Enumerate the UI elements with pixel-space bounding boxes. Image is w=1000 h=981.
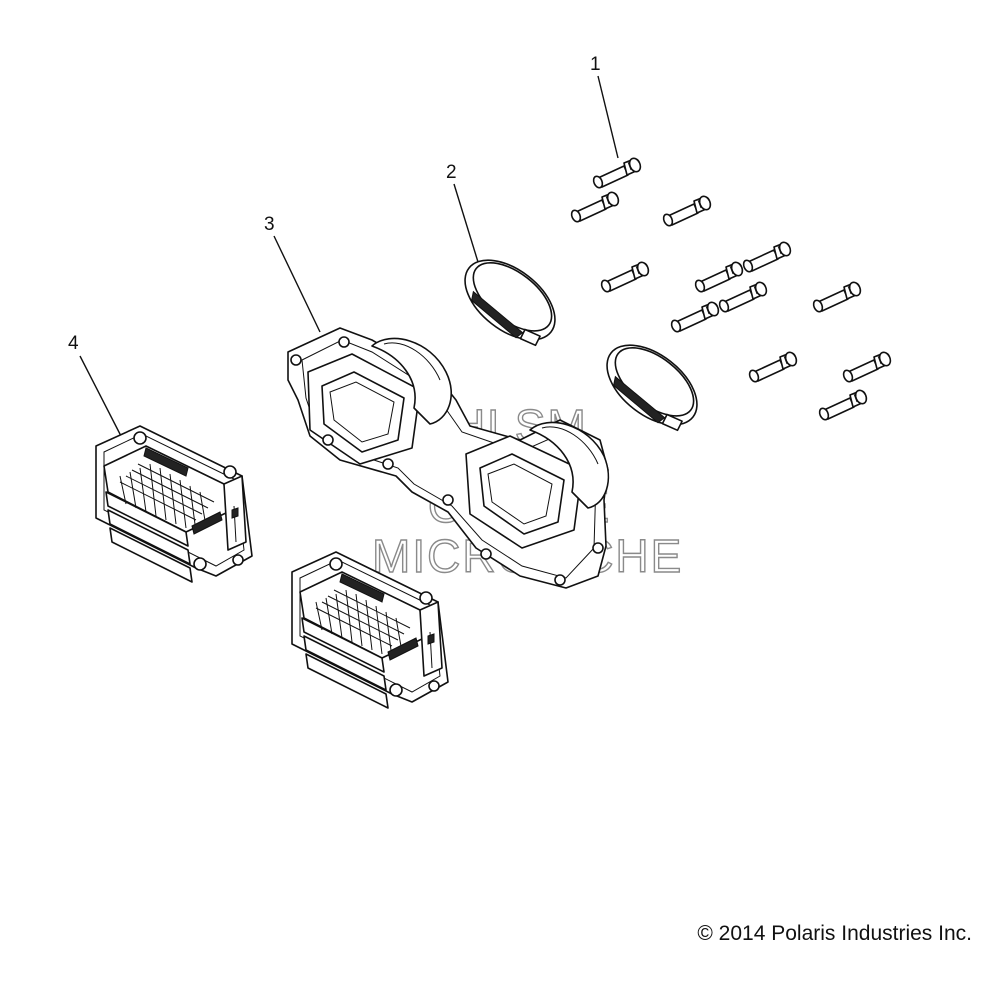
copyright-notice: © 2014 Polaris Industries Inc. (697, 922, 972, 945)
mounting-hole (554, 574, 566, 586)
mounting-hole (382, 458, 394, 470)
callout-number-3: 3 (264, 214, 275, 235)
callout-2[interactable]: 2 (446, 162, 479, 263)
mounting-hole (290, 354, 302, 366)
mounting-hole (322, 434, 334, 446)
callout-number-4: 4 (68, 333, 79, 354)
bolt (841, 349, 894, 384)
leader-line-1 (597, 75, 619, 159)
mounting-hole (338, 336, 350, 348)
callout-3[interactable]: 3 (264, 214, 321, 333)
bolt (811, 279, 864, 314)
bolt (669, 299, 722, 334)
reed-valve (95, 425, 253, 583)
leader-line-2 (453, 183, 479, 263)
intake-manifold (287, 327, 610, 589)
bolt (693, 259, 746, 294)
bolt (741, 239, 794, 274)
bolt (817, 387, 870, 422)
leader-line-3 (273, 235, 321, 333)
reed-valve-assembly (95, 425, 253, 583)
bolt (661, 193, 714, 228)
callout-4[interactable]: 4 (68, 333, 123, 439)
bolt (599, 259, 652, 294)
bolt (717, 279, 770, 314)
mounting-hole (592, 542, 604, 554)
callout-1[interactable]: 1 (590, 54, 619, 159)
hose-clamp (464, 259, 556, 347)
bolt (747, 349, 800, 384)
mounting-hole (480, 548, 492, 560)
callout-number-2: 2 (446, 162, 457, 183)
leader-line-4 (79, 355, 123, 439)
callout-number-1: 1 (590, 54, 601, 75)
mounting-hole (442, 494, 454, 506)
bolt (591, 155, 644, 190)
hose-clamp (606, 344, 698, 432)
bolt (569, 189, 622, 224)
